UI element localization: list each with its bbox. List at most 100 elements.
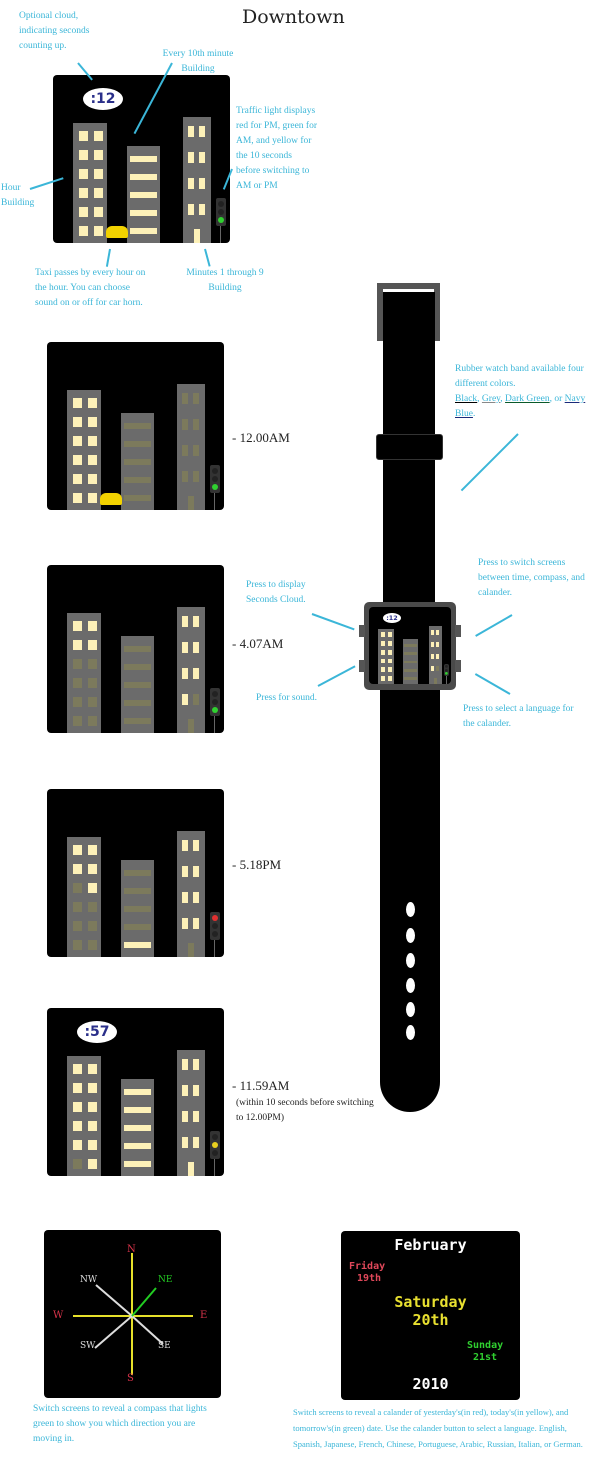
watch-screen-407am	[47, 565, 224, 733]
window	[182, 1111, 188, 1122]
window	[188, 152, 194, 163]
window	[182, 1137, 188, 1148]
compass-screen: N S W E NW NE SW SE	[44, 1230, 221, 1398]
time-label: - 12.00AM	[232, 430, 290, 445]
window-bar	[124, 423, 151, 429]
button-language[interactable]	[455, 660, 461, 672]
tens-minute-building	[403, 639, 419, 684]
traffic-light-pole	[214, 716, 215, 733]
traffic-light-pole	[214, 493, 215, 510]
window-bar	[124, 700, 151, 706]
window	[193, 1111, 199, 1122]
window	[182, 393, 188, 404]
window	[73, 921, 82, 931]
window	[79, 169, 88, 179]
watch-band-bottom	[380, 680, 440, 1112]
window-bar	[124, 459, 151, 465]
tens-minute-building	[121, 1079, 154, 1176]
green-light	[212, 1150, 218, 1156]
time-label: - 11.59AM	[232, 1078, 290, 1093]
window	[193, 668, 199, 679]
window-bar	[124, 718, 151, 724]
time-label: - 4.07AM	[232, 636, 284, 651]
button-switch-screen[interactable]	[455, 625, 461, 637]
hour-building	[73, 123, 107, 243]
window	[73, 474, 82, 484]
compass-n: N	[127, 1244, 136, 1255]
band-hole	[406, 902, 415, 917]
window	[73, 697, 82, 707]
window-bar	[130, 174, 157, 180]
window	[193, 642, 199, 653]
traffic-light-pole	[214, 1159, 215, 1176]
window	[188, 178, 194, 189]
window	[188, 719, 194, 733]
window-bar	[124, 888, 151, 894]
hour-building	[67, 837, 101, 957]
button-seconds[interactable]	[359, 625, 365, 637]
window	[73, 678, 82, 688]
window	[73, 398, 82, 408]
red-light	[212, 915, 218, 921]
red-light	[218, 201, 224, 207]
window	[431, 630, 434, 636]
seconds-cloud: :12	[83, 88, 123, 110]
time-label: - 5.18PM	[232, 857, 282, 872]
window-bar	[124, 646, 151, 652]
compass-s: S	[127, 1373, 134, 1384]
window-bar	[124, 1125, 151, 1131]
window	[88, 493, 97, 503]
calendar-tomorrow-day: Sunday	[467, 1340, 504, 1351]
window	[88, 697, 97, 707]
page-title: Downtown	[242, 6, 345, 28]
window-bar	[404, 677, 417, 680]
yellow-light	[212, 476, 218, 482]
window	[73, 845, 82, 855]
button-sound[interactable]	[359, 660, 365, 672]
compass-nw: NW	[80, 1275, 98, 1285]
minutes-building	[177, 1050, 205, 1176]
band-keeper	[376, 434, 443, 460]
window	[73, 621, 82, 631]
traffic-light-pole	[214, 940, 215, 957]
window	[193, 694, 199, 705]
window-bar	[124, 441, 151, 447]
tenth-minute-annotation: Every 10th minute Building	[162, 49, 234, 74]
minutes-annotation: Minutes 1 through 9 Building	[186, 268, 264, 293]
window	[380, 641, 386, 646]
tens-minute-building	[127, 146, 160, 243]
window	[88, 398, 97, 408]
window	[436, 630, 439, 636]
window	[88, 902, 97, 912]
window	[88, 883, 97, 893]
taxi-annotation: Taxi passes by every hour on the hour. Y…	[35, 268, 146, 308]
window	[387, 649, 392, 655]
compass-rose	[73, 1253, 193, 1375]
watch-buckle	[377, 283, 440, 341]
window	[73, 493, 82, 503]
window	[182, 616, 188, 627]
window-bar	[130, 228, 157, 234]
display-seconds-annotation: Press to display Seconds Cloud.	[246, 580, 306, 605]
window	[387, 641, 392, 646]
red-light	[444, 664, 448, 668]
compass-se: SE	[158, 1341, 171, 1351]
window	[193, 840, 199, 851]
window	[380, 658, 386, 664]
window	[380, 649, 386, 655]
window	[73, 1159, 82, 1169]
window	[431, 642, 434, 648]
seconds-cloud: :57	[77, 1021, 117, 1043]
window-bar	[130, 156, 157, 162]
window	[79, 188, 88, 198]
window	[182, 1085, 188, 1096]
window	[73, 940, 82, 950]
window	[88, 436, 97, 446]
traffic-light-pole	[445, 676, 447, 684]
arrow-icon	[311, 613, 355, 631]
band-hole	[406, 978, 415, 993]
window	[73, 640, 82, 650]
window	[94, 226, 103, 236]
watch-face-screen: :12	[369, 607, 451, 684]
yellow-light	[444, 668, 448, 672]
